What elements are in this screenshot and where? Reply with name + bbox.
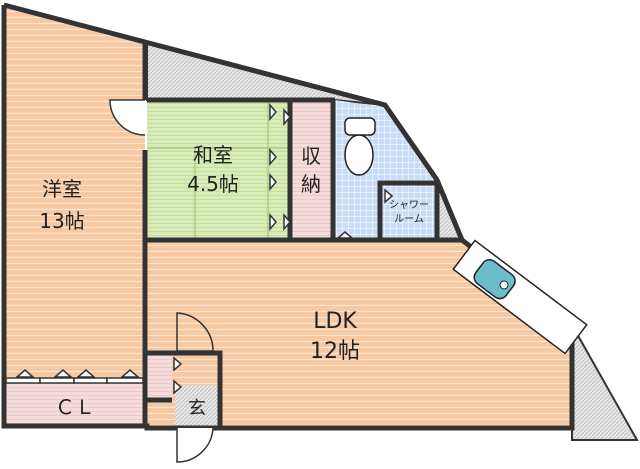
entrance-storage: [147, 353, 172, 401]
shower-label-2: ルーム: [394, 213, 424, 225]
closet-label: ＣＬ: [55, 395, 95, 419]
closet-doors[interactable]: [5, 369, 144, 384]
japanese-room-name: 和室: [193, 143, 233, 167]
shoe-cabinet-door[interactable]: [173, 356, 183, 372]
storage-label-1: 収: [301, 144, 321, 168]
western-room-size: 13帖: [39, 209, 84, 233]
western-room-name: 洋室: [42, 177, 82, 201]
japanese-sliding-doors[interactable]: [269, 102, 291, 232]
balcony-right: [571, 321, 639, 441]
japanese-room-size: 4.5帖: [187, 172, 239, 196]
inner-door[interactable]: [176, 312, 214, 352]
western-room-door[interactable]: [109, 99, 146, 136]
shower-label-1: シャワー: [389, 200, 429, 211]
front-door[interactable]: [176, 427, 214, 463]
storage-label-2: 納: [301, 172, 321, 196]
western-room: [4, 5, 145, 378]
ldk-name: LDK: [313, 309, 357, 334]
closet: [4, 382, 145, 426]
ldk-room: [147, 240, 572, 428]
entrance-label: 玄: [188, 398, 206, 419]
toilet-icon: [344, 117, 376, 176]
storage: [290, 100, 333, 238]
ldk-size: 12帖: [310, 339, 360, 364]
entrance: [175, 385, 220, 428]
japanese-room: [147, 100, 290, 238]
kitchen-counter: [452, 239, 588, 355]
